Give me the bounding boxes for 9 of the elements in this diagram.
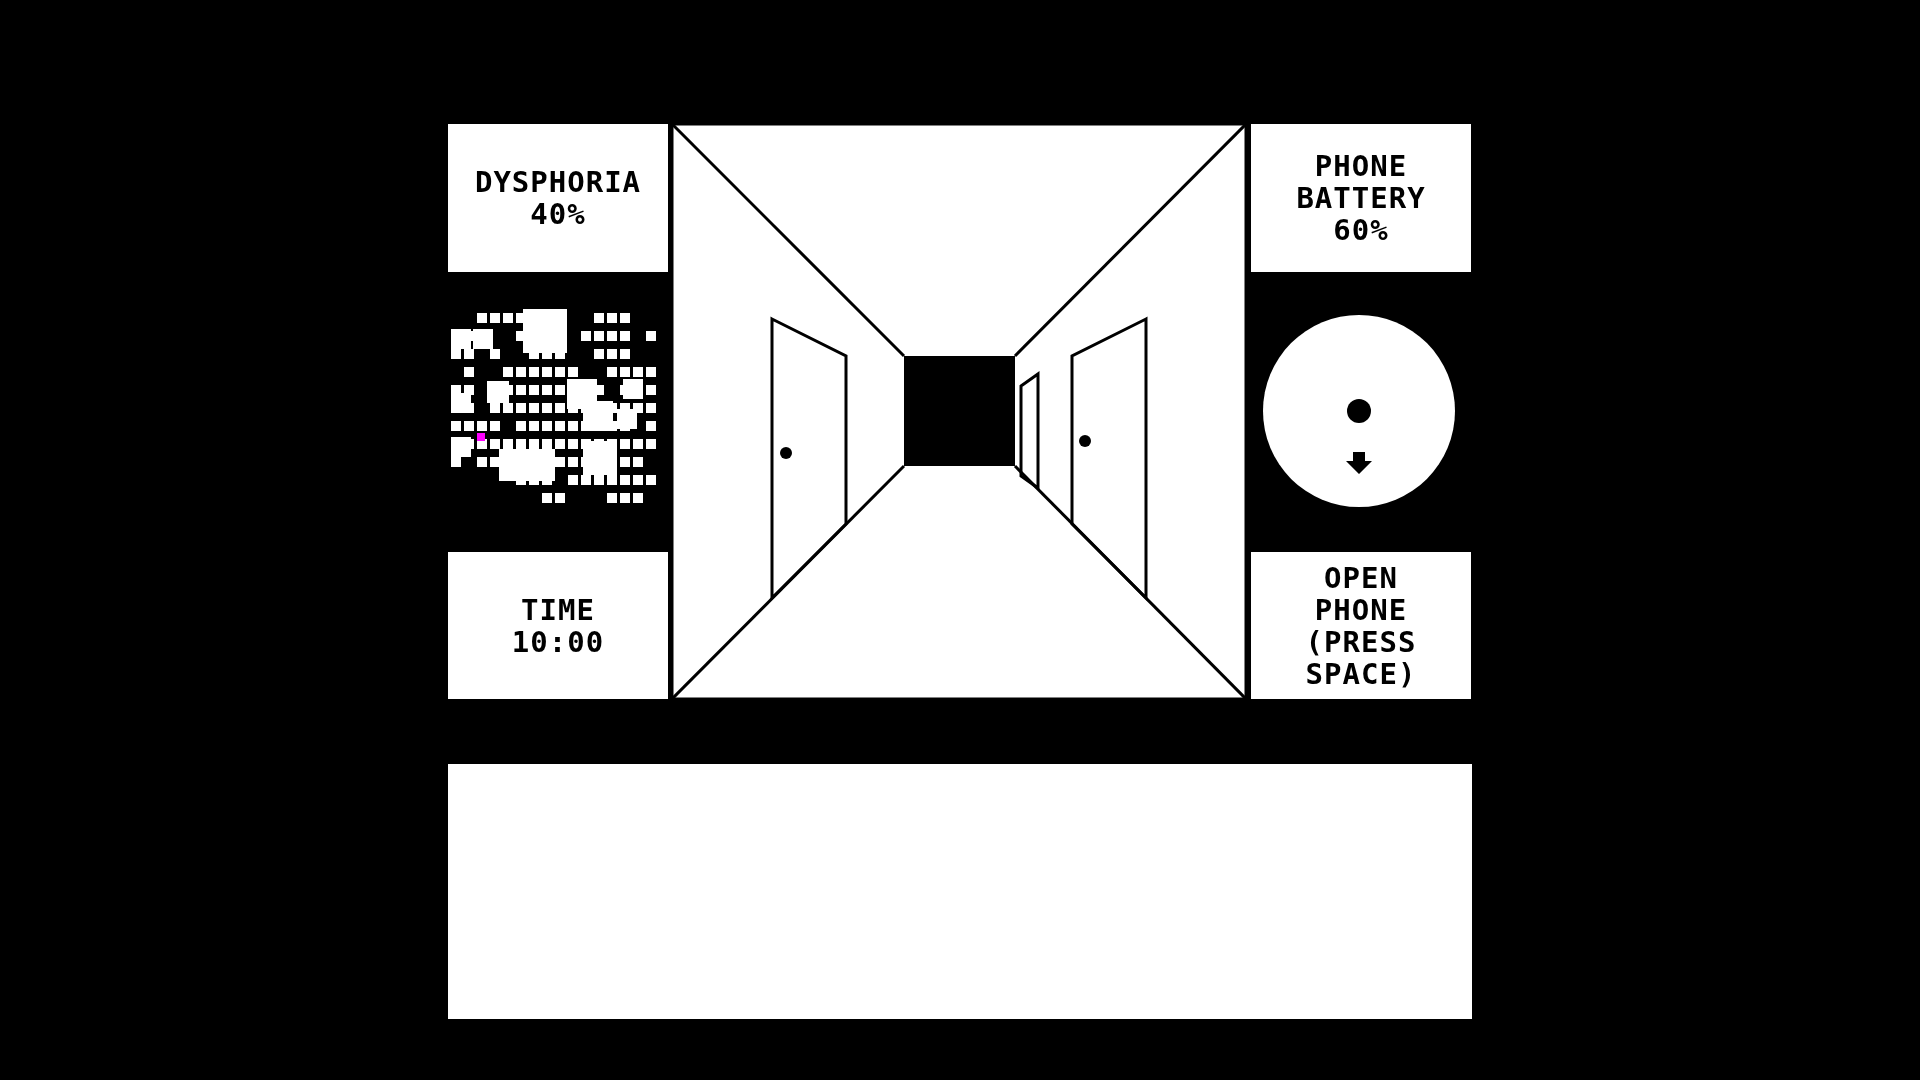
status-panel (448, 552, 668, 699)
open-phone-hint: OPEN PHONE (PRESS SPACE) (1304, 561, 1418, 690)
battery-stat: PHONE BATTERY 60% (1295, 150, 1427, 246)
button-panel (1251, 552, 1471, 699)
status-panel (448, 124, 668, 272)
dialogue-box (448, 764, 1472, 1019)
time-stat: TIME 10:00 (510, 593, 606, 658)
status-panel (1251, 124, 1471, 272)
dysphoria-stat: DYSPHORIA 40% (473, 166, 643, 230)
